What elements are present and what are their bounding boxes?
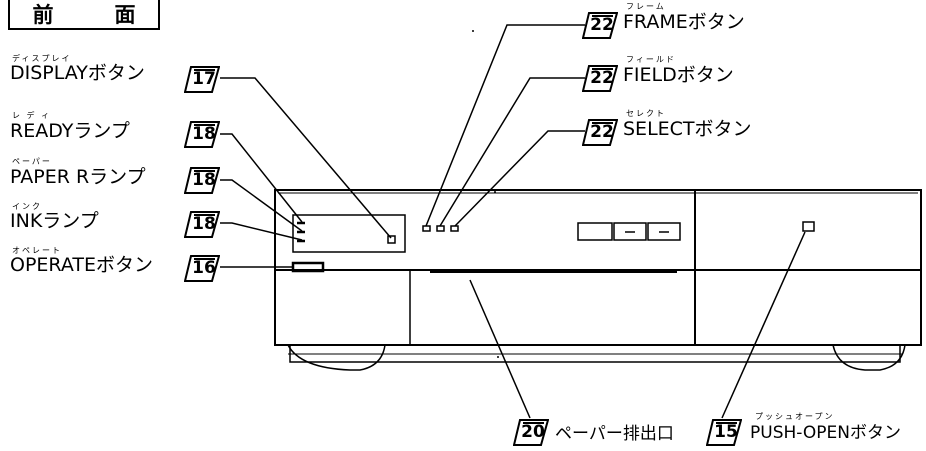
ref-number: 22 [590,15,614,35]
ref-tag-paper-outlet: 20 [512,417,550,447]
device-body [274,189,922,346]
operate-button [291,261,325,273]
leader-field [439,77,585,227]
control-button-1 [577,222,613,241]
ready-ruby: レ デ ィ [12,111,52,120]
ref-number: 18 [192,214,216,234]
field-button-label: FIELDボタン [623,64,734,86]
select-button-label: SELECTボタン [623,118,752,140]
ref-tag-select: 22 [581,117,619,147]
leader-push-open [721,231,806,419]
frame-button [422,225,431,232]
ref-number: 18 [192,170,216,190]
push-open-button [802,221,815,232]
right-foot [832,344,906,371]
ref-number: 15 [714,422,738,442]
ref-tag-field: 22 [581,63,619,93]
paper-ruby: ペーパー [12,157,52,166]
display-ruby: ディスプレイ [12,54,72,63]
ref-number: 18 [192,124,216,144]
operate-ruby: オペレート [12,246,62,255]
ref-tag-display: 17 [183,64,221,94]
ref-number: 22 [590,68,614,88]
ink-ruby: インク [12,202,42,211]
push-open-button-label: PUSH-OPENボタン [750,423,901,443]
select-button [450,225,459,232]
control-button-3 [647,222,681,241]
paper-lamp-label: PAPER Rランプ [10,166,146,188]
section-title: 前 面 [8,0,160,30]
display-button-label: DISPLAYボタン [10,62,145,84]
operate-button-label: OPERATEボタン [10,254,153,276]
ready-lamp-label: READYランプ [10,120,130,142]
ref-number: 20 [521,422,545,442]
select-ruby: セレクト [626,109,666,118]
leader-paper [220,179,303,232]
ref-number: 22 [590,122,614,142]
ref-tag-operate: 16 [183,253,221,283]
leader-display [220,77,392,239]
control-button-2 [613,222,647,241]
leader-select [454,130,585,227]
frame-ruby: フレーム [626,2,666,11]
field-ruby: フィールド [626,55,676,64]
ref-number: 16 [192,258,216,278]
ref-tag-push-open: 15 [705,417,743,447]
field-button [436,225,445,232]
display-window [292,214,406,253]
ref-tag-paper: 18 [183,165,221,195]
left-foot [287,344,386,371]
leader-ink [220,222,303,241]
leader-ready [220,133,303,223]
display-button [387,235,396,244]
leader-frame [425,24,585,227]
ref-tag-ink: 18 [183,209,221,239]
paper-outlet-label: ペーパー排出口 [555,424,674,444]
leader-paper-outlet [469,279,531,419]
ref-number: 17 [192,69,216,89]
ink-lamp-label: INKランプ [10,210,99,232]
frame-button-label: FRAMEボタン [623,11,745,33]
ref-tag-ready: 18 [183,119,221,149]
push-open-ruby: プッシュオープン [755,412,835,421]
ref-tag-frame: 22 [581,10,619,40]
